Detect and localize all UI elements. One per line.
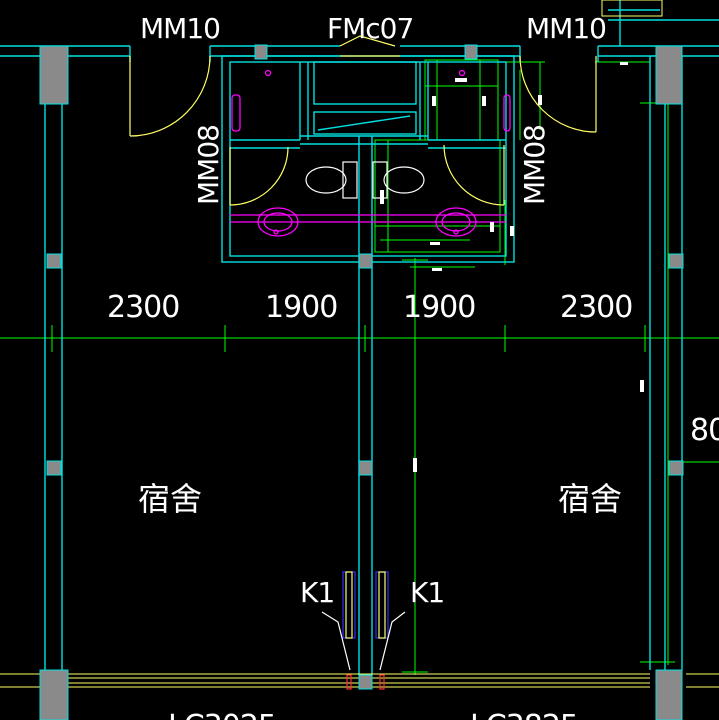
columns <box>39 44 684 720</box>
ac-units <box>321 571 406 690</box>
walls <box>0 0 719 675</box>
door-label-left: MM10 <box>140 12 220 45</box>
door-label-side-right: MM08 <box>518 125 551 205</box>
tiny-annotations <box>380 62 644 472</box>
door-label-center: FMc07 <box>327 12 413 45</box>
door-label-side-left: MM08 <box>192 125 225 205</box>
room-label-left: 宿舍 <box>138 480 202 518</box>
window-label-left: LC3025 <box>168 709 276 720</box>
door-swings <box>129 0 663 206</box>
toilets <box>305 161 425 199</box>
window-label-right: LC3825 <box>470 709 578 720</box>
ac-label-left: K1 <box>300 576 334 609</box>
door-label-right: MM10 <box>526 12 606 45</box>
room-label-right: 宿舍 <box>558 480 622 518</box>
sanitary-fixtures <box>230 69 511 237</box>
window-band <box>0 673 719 688</box>
dimension-lines <box>0 59 719 675</box>
dimension-label-3: 1900 <box>403 290 475 325</box>
dimension-label-side: 80 <box>690 413 719 448</box>
dimension-label-2: 1900 <box>265 290 337 325</box>
dimension-label-1: 2300 <box>107 290 179 325</box>
ac-label-right: K1 <box>410 576 444 609</box>
dimension-label-4: 2300 <box>560 290 632 325</box>
